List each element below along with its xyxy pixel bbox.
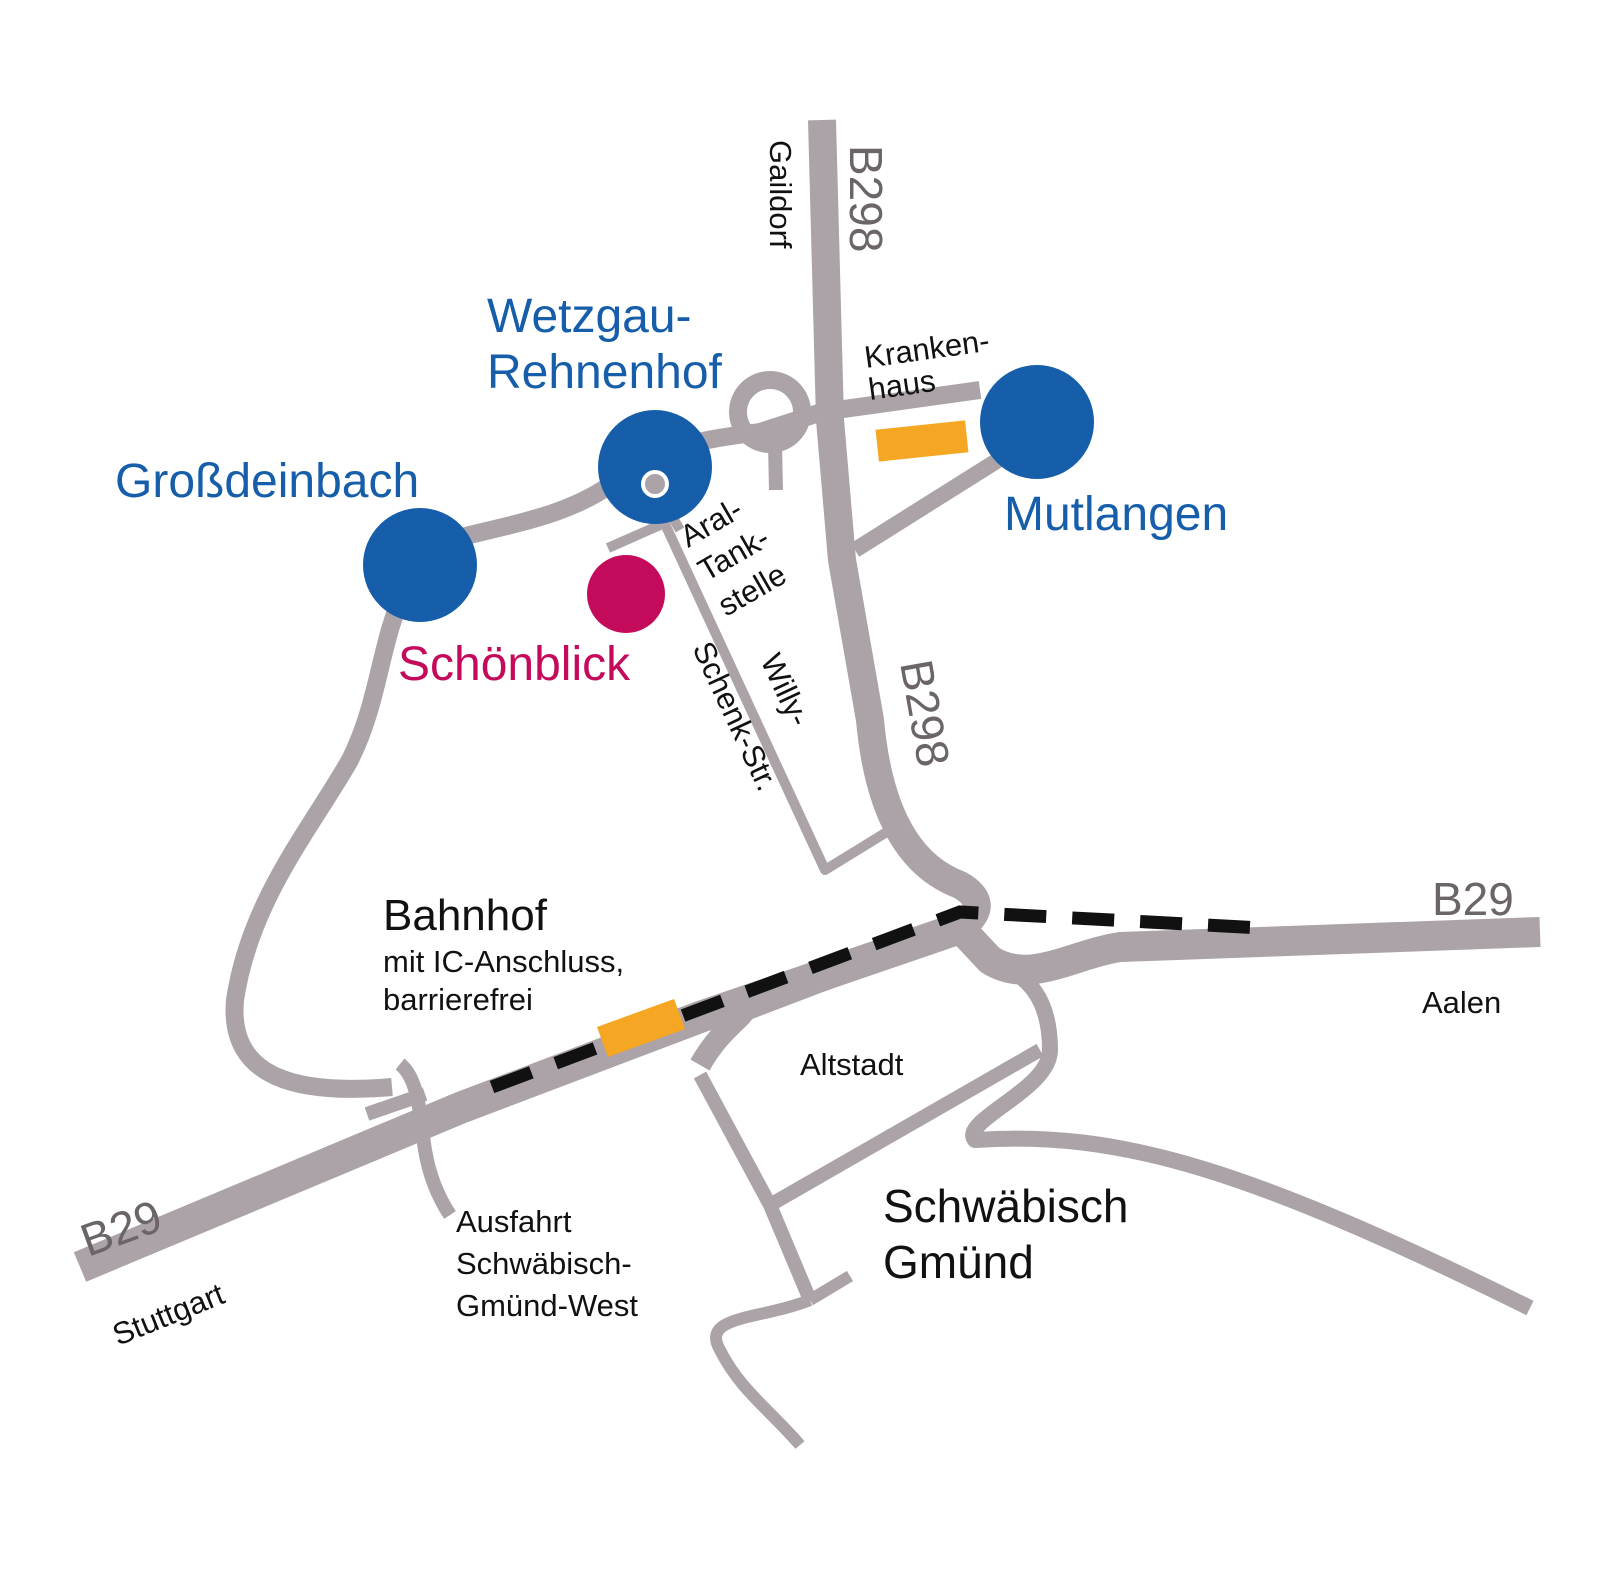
stuttgart-label: Stuttgart [108, 1276, 230, 1352]
wetzgau-label-line2: Rehnenhof [487, 346, 723, 399]
bahnhof-label: Bahnhof [383, 891, 548, 940]
grossdeinbach-marker[interactable] [363, 508, 477, 622]
road-altstadt-connector [690, 917, 964, 1071]
b29-east-label: B29 [1432, 873, 1514, 925]
grossdeinbach-label: Großdeinbach [115, 455, 419, 508]
bahnhof-label-line3: barrierefrei [383, 982, 533, 1017]
road-roundabout-south [768, 443, 783, 491]
markers [363, 365, 1094, 1058]
road-willy-schenk [635, 467, 893, 875]
willy-label: Willy- [754, 648, 818, 731]
b29-west-label: B29 [74, 1190, 169, 1267]
wetzgau-marker[interactable] [598, 410, 712, 524]
aalen-label: Aalen [1422, 985, 1501, 1020]
road-b29-east [949, 917, 1541, 985]
bahnhof-marker[interactable] [597, 998, 685, 1058]
schoenblick-marker[interactable] [587, 555, 665, 633]
schwaebisch-label-line2: Gmünd [883, 1236, 1034, 1288]
road-east-curve [965, 952, 1534, 1316]
ausfahrt-label-line1: Ausfahrt [456, 1204, 572, 1239]
road-altstadt-diagonal [766, 1043, 1044, 1212]
mutlangen-marker[interactable] [980, 365, 1094, 479]
ausfahrt-label-line2: Schwäbisch- [456, 1246, 632, 1281]
road-network [73, 119, 1541, 1449]
bahnhof-label-line2: mit IC-Anschluss, [383, 944, 624, 979]
altstadt-label: Altstadt [800, 1047, 904, 1082]
gaildorf-label: Gaildorf [763, 140, 798, 249]
krankenhaus-marker[interactable] [875, 420, 969, 462]
road-west-exit [364, 1058, 456, 1219]
b298-top-label: B298 [840, 145, 892, 252]
roundabout [729, 371, 811, 453]
wetzgau-label-line1: Wetzgau- [487, 290, 692, 343]
mutlangen-label: Mutlangen [1004, 488, 1228, 541]
b298-mid-label: B298 [890, 656, 960, 771]
schoenblick-label: Schönblick [398, 638, 631, 691]
schwaebisch-label-line1: Schwäbisch [883, 1180, 1128, 1232]
road-west-loop [225, 585, 414, 1098]
aral-marker [641, 470, 669, 498]
road-south-end [710, 1270, 854, 1449]
ausfahrt-label-line3: Gmünd-West [456, 1288, 638, 1323]
